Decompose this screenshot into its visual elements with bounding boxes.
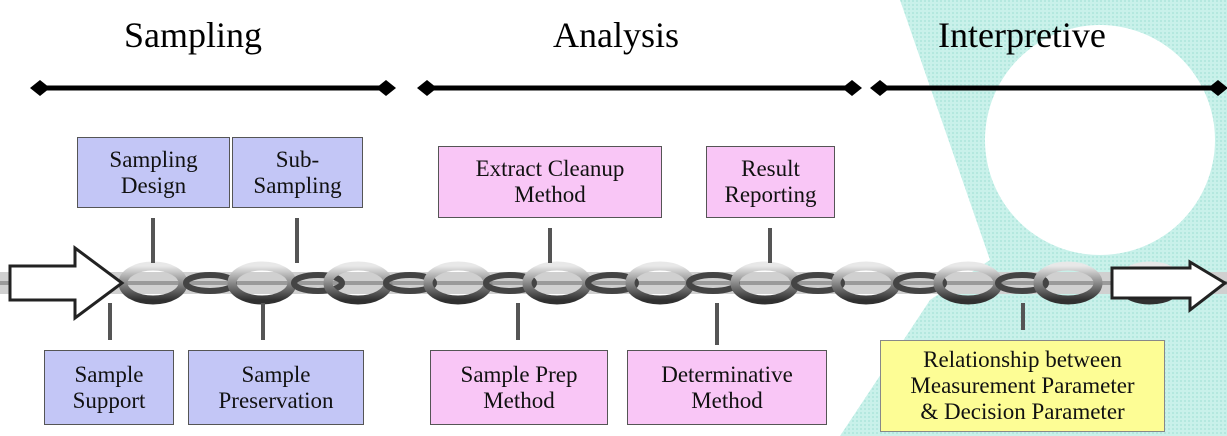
- step-sample-preservation: Sample Preservation: [188, 350, 364, 425]
- step-result-reporting: Result Reporting: [706, 146, 835, 218]
- step-extract-cleanup-method: Extract Cleanup Method: [438, 146, 662, 218]
- range-bar-analysis: [417, 80, 862, 96]
- right-arrow-icon: [1110, 259, 1227, 314]
- step-sub-sampling: Sub- Sampling: [232, 137, 363, 208]
- connector-lines: [108, 218, 1025, 345]
- step-determinative-method: Determinative Method: [627, 350, 827, 425]
- step-sampling-design: Sampling Design: [77, 137, 230, 208]
- range-bar-sampling: [30, 80, 396, 96]
- step-sample-support: Sample Support: [44, 350, 174, 425]
- range-bar-interpretive: [870, 80, 1227, 96]
- phase-label-sampling: Sampling: [124, 15, 263, 55]
- phase-label-analysis: Analysis: [553, 15, 679, 55]
- step-sample-prep-method: Sample Prep Method: [430, 350, 608, 425]
- step-relationship-parameters: Relationship between Measurement Paramet…: [880, 340, 1165, 432]
- left-arrow-icon: [8, 245, 125, 321]
- phase-label-interpretive: Interpretive: [938, 15, 1106, 55]
- chain-links: [118, 261, 1185, 305]
